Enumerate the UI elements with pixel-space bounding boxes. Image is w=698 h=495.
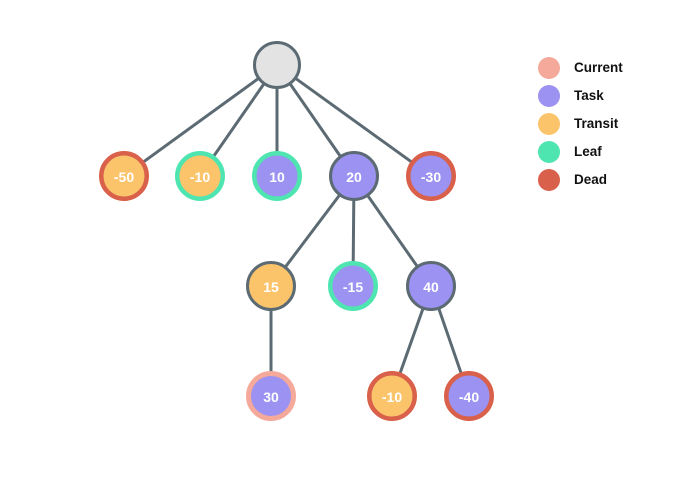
tree-node[interactable]: -15 (328, 261, 378, 311)
legend-item-label: Current (574, 60, 623, 76)
legend-swatch-icon (538, 85, 560, 107)
edge-layer (141, 76, 463, 375)
tree-node-circle[interactable] (329, 151, 379, 201)
tree-node[interactable]: -10 (367, 371, 417, 421)
legend-item-label: Task (574, 88, 604, 104)
legend-swatch-icon (538, 57, 560, 79)
tree-node[interactable]: 15 (246, 261, 296, 311)
tree-node[interactable]: 20 (329, 151, 379, 201)
tree-edge (288, 82, 342, 158)
tree-edge (283, 193, 342, 269)
tree-edge (294, 76, 414, 164)
tree-edge (437, 307, 463, 375)
legend-swatch-icon (538, 141, 560, 163)
tree-node[interactable]: 30 (246, 371, 296, 421)
tree-node-circle[interactable] (99, 151, 149, 201)
tree-node-circle[interactable] (406, 261, 456, 311)
legend-swatch-icon (538, 169, 560, 191)
tree-node[interactable]: -50 (99, 151, 149, 201)
tree-edge (351, 198, 356, 264)
legend-item-label: Leaf (574, 144, 602, 160)
legend-item-leaf[interactable]: Leaf (538, 138, 688, 166)
tree-node[interactable]: -40 (444, 371, 494, 421)
legend-item-transit[interactable]: Transit (538, 110, 688, 138)
tree-edge (212, 82, 266, 158)
tree-node-circle[interactable] (253, 41, 301, 89)
legend-item-label: Transit (574, 116, 619, 132)
tree-node[interactable]: 10 (252, 151, 302, 201)
tree-node-circle[interactable] (246, 371, 296, 421)
tree-node[interactable]: -10 (175, 151, 225, 201)
tree-edge (141, 77, 260, 164)
tree-node[interactable] (253, 41, 301, 89)
tree-node-circle[interactable] (367, 371, 417, 421)
node-layer: -50 -10 10 20 -30 15 -15 40 30 -10 -40 (99, 41, 494, 421)
legend-item-task[interactable]: Task (538, 82, 688, 110)
legend-item-current[interactable]: Current (538, 54, 688, 82)
legend-item-label: Dead (574, 172, 608, 188)
tree-node[interactable]: -30 (406, 151, 456, 201)
tree-node-circle[interactable] (175, 151, 225, 201)
tree-edge (398, 307, 425, 375)
tree-node-circle[interactable] (246, 261, 296, 311)
tree-node-circle[interactable] (252, 151, 302, 201)
tree-node-circle[interactable] (328, 261, 378, 311)
tree-node-circle[interactable] (406, 151, 456, 201)
tree-node[interactable]: 40 (406, 261, 456, 311)
legend-item-dead[interactable]: Dead (538, 166, 688, 194)
tree-edge (366, 194, 419, 268)
legend-swatch-icon (538, 113, 560, 135)
tree-node-circle[interactable] (444, 371, 494, 421)
